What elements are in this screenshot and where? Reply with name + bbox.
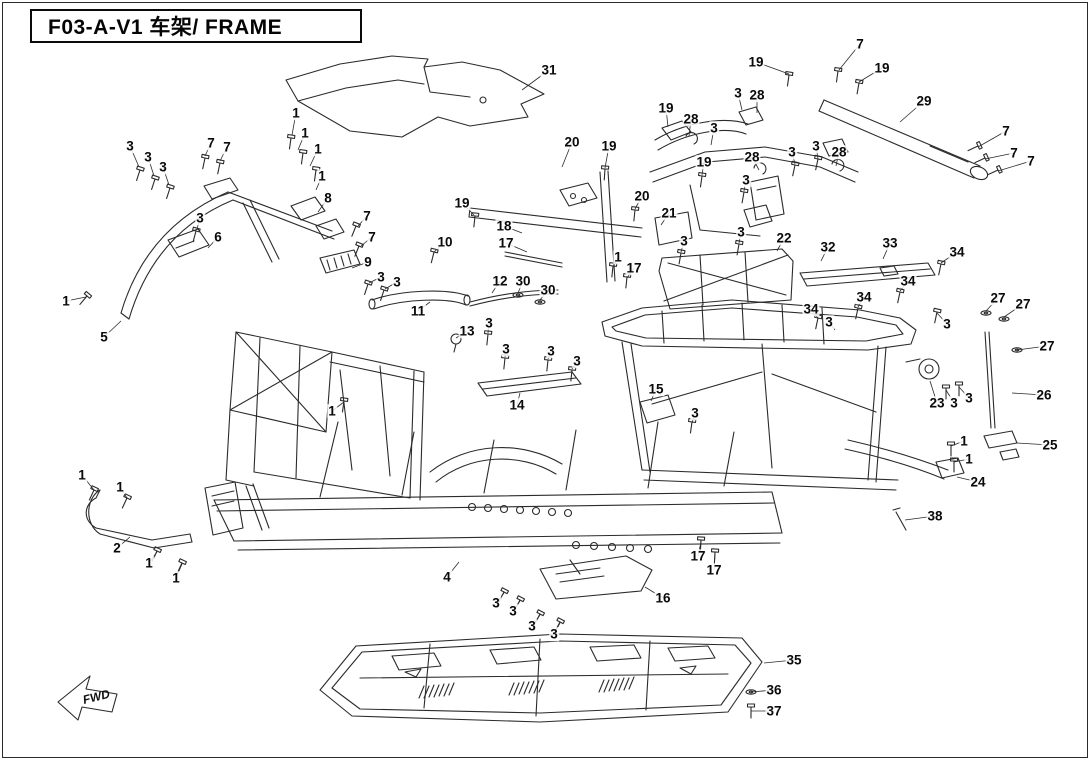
connector-bracket <box>319 249 361 274</box>
fastener-washers <box>512 292 1023 695</box>
side-tube <box>368 289 559 353</box>
seat-frame <box>225 331 425 501</box>
rear-tube <box>818 99 989 181</box>
fwd-arrow-label: FWD <box>81 687 111 707</box>
fastener-bolts <box>76 66 1003 719</box>
rear-frame <box>601 299 940 491</box>
skid-plate <box>319 633 763 723</box>
top-cover-panel <box>285 55 545 138</box>
front-left-frame <box>120 177 345 320</box>
rear-lower-subframe <box>844 331 1020 531</box>
fwd-arrow: FWD <box>57 675 118 721</box>
floor-plate <box>477 371 582 397</box>
rear-rack-plate <box>658 248 794 310</box>
rear-upper-brackets <box>649 106 859 237</box>
support-bar <box>799 262 936 287</box>
front-crossmember <box>468 170 693 283</box>
title-box: F03-A-V1 车架/ FRAME <box>30 9 362 43</box>
floor-frame <box>213 421 783 554</box>
heat-shield-plate <box>539 555 653 600</box>
front-bumper <box>85 481 270 549</box>
page-title: F03-A-V1 车架/ FRAME <box>48 16 283 39</box>
